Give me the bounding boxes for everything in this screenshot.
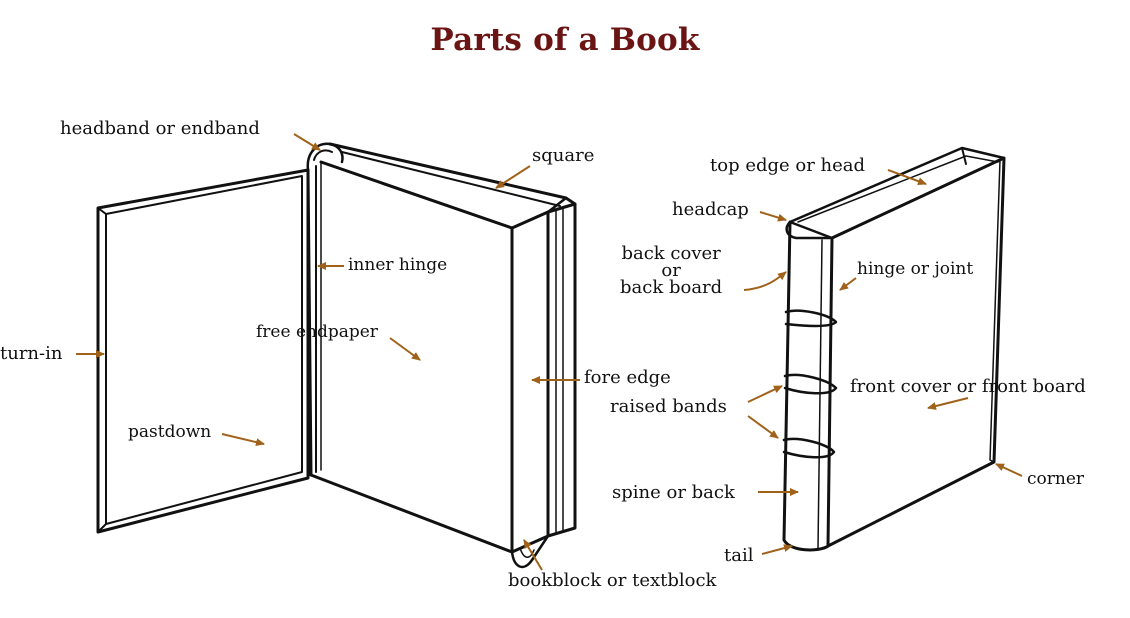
arrow-top-edge: [887, 169, 927, 185]
spine-outline: [782, 220, 834, 552]
text-block-page: [309, 160, 514, 554]
label-back-cover-line2: or: [661, 260, 681, 281]
label-top-edge: top edge or head: [710, 155, 866, 176]
inner-hinge-line: [306, 168, 313, 477]
label-fore-edge: fore edge: [584, 367, 671, 388]
label-bookblock: bookblock or textblock: [508, 570, 717, 591]
arrow-front-cover: [927, 397, 969, 410]
label-inner-hinge: inner hinge: [348, 255, 448, 275]
open-book-drawing: [96, 142, 577, 569]
label-back-cover: back cover or back board: [620, 243, 723, 298]
label-square: square: [532, 145, 595, 166]
label-headband: headband or endband: [60, 118, 260, 139]
label-tail: tail: [724, 545, 754, 566]
label-hinge-joint: hinge or joint: [857, 259, 974, 279]
label-back-cover-line1: back cover: [621, 243, 721, 264]
label-front-cover: front cover or front board: [850, 376, 1086, 397]
arrow-headcap: [759, 211, 787, 222]
page-title: Parts of a Book: [430, 22, 700, 58]
arrow-pastdown: [221, 433, 265, 447]
label-corner: corner: [1027, 469, 1085, 489]
arrow-free-endpaper: [389, 337, 421, 361]
arrow-raised-bands-2: [747, 415, 779, 439]
label-headcap: headcap: [672, 199, 749, 220]
open-cover-outer: [96, 168, 310, 534]
back-board-edge: [510, 210, 550, 554]
label-pastdown: pastdown: [128, 422, 212, 442]
front-cover-outline: [826, 156, 1006, 548]
arrow-bookblock: [523, 539, 543, 571]
raised-band-1: [784, 309, 838, 328]
label-back-cover-line3: back board: [620, 277, 723, 298]
arrow-hinge-joint: [839, 277, 857, 291]
arrow-square: [495, 165, 531, 189]
open-cover-pastdown: [105, 175, 303, 525]
arrow-headband: [293, 133, 321, 151]
label-spine: spine or back: [612, 482, 735, 503]
headcap-curl: [785, 220, 834, 240]
label-arrows: [76, 133, 1023, 571]
arrow-back-cover: [743, 271, 787, 291]
arrow-raised-bands-1: [747, 385, 783, 403]
label-turn-in: turn-in: [0, 343, 63, 364]
arrow-tail: [761, 544, 793, 555]
label-raised-bands: raised bands: [610, 396, 727, 417]
raised-band-3: [782, 437, 836, 459]
label-free-endpaper: free endpaper: [256, 322, 378, 342]
arrow-corner: [995, 463, 1023, 477]
raised-band-2: [783, 373, 838, 395]
closed-book-drawing: [782, 146, 1006, 552]
